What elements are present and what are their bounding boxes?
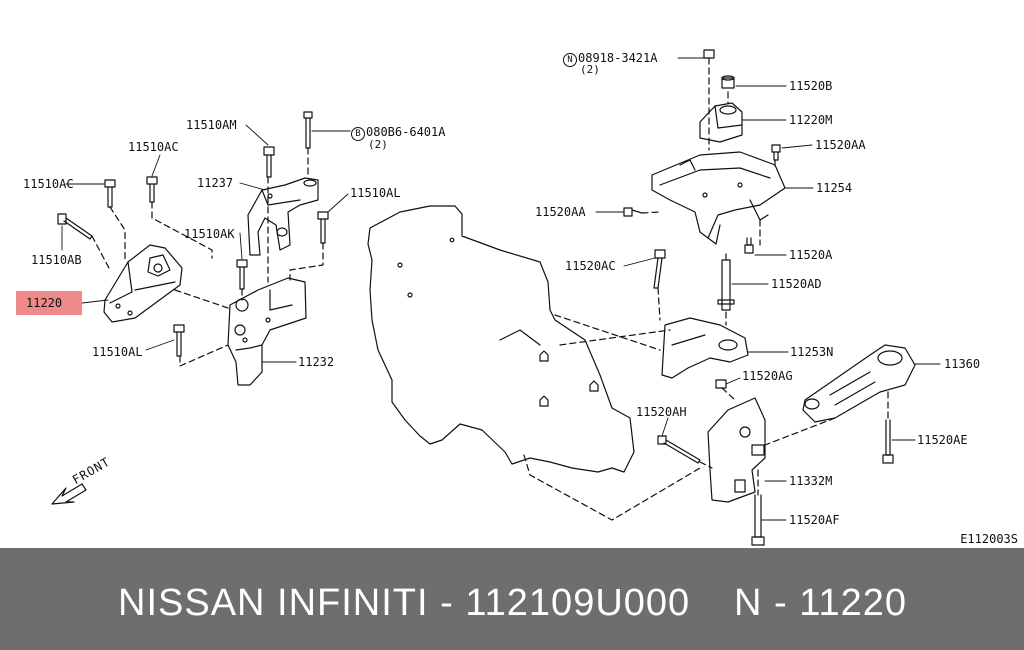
label-11360: 11360: [944, 357, 981, 371]
label-08918-qty: (2): [580, 63, 600, 76]
label-11510am: 11510AM: [186, 118, 237, 132]
bracket-11332m-part: [707, 397, 766, 503]
bracket-11232-part: [227, 277, 307, 386]
label-11520ad: 11520AD: [771, 277, 822, 291]
mount-11220-part: [103, 244, 183, 323]
label-11520a: 11520A: [789, 248, 833, 262]
label-11510ak: 11510AK: [184, 227, 235, 241]
label-11520ac: 11520AC: [565, 259, 616, 273]
bracket-11254-part: [651, 151, 786, 245]
footer-reference: N - 11220: [734, 582, 908, 624]
circled-n-icon: N: [563, 53, 577, 67]
footer-part-number: NISSAN INFINITI - 112109U000: [118, 582, 691, 624]
label-11232: 11232: [298, 355, 335, 369]
solid-leaders: [61, 57, 941, 521]
diagram-code: E112003S: [960, 532, 1018, 546]
label-11520af: 11520AF: [789, 513, 840, 527]
label-08918-text: 08918-3421A: [578, 51, 658, 65]
torque-rod-11360-part: [802, 344, 916, 423]
label-11520b: 11520B: [789, 79, 833, 93]
label-11520aa-right: 11520AA: [815, 138, 866, 152]
label-11520ag: 11520AG: [742, 369, 793, 383]
footer-bar: NISSAN INFINITI - 112109U000 N - 11220: [0, 548, 1024, 650]
label-11254: 11254: [816, 181, 853, 195]
dashed-leaders: [91, 57, 889, 521]
diagram-drawing: [51, 49, 941, 546]
label-11520aa-left: 11520AA: [535, 205, 586, 219]
label-11520ah: 11520AH: [636, 405, 687, 419]
bracket-11253n-part: [661, 317, 749, 379]
label-11253n: 11253N: [790, 345, 834, 359]
front-arrow: [51, 483, 87, 505]
circled-b-icon: B: [351, 127, 365, 141]
label-11220: 11220: [26, 296, 63, 310]
bolts-right: [623, 49, 894, 546]
highlighted-part-label: 11220: [16, 291, 82, 315]
label-11510al-lower: 11510AL: [92, 345, 143, 359]
engine-block: [367, 205, 635, 473]
label-11332m: 11332M: [789, 474, 833, 488]
label-11520ae: 11520AE: [917, 433, 968, 447]
label-11510ab: 11510AB: [31, 253, 82, 267]
mount-11220m-part: [699, 102, 743, 143]
label-11510al-upper: 11510AL: [350, 186, 401, 200]
label-11510ac-upper: 11510AC: [128, 140, 179, 154]
label-11237: 11237: [197, 176, 234, 190]
label-080b6-text: 080B6-6401A: [366, 125, 446, 139]
label-11220m: 11220M: [789, 113, 833, 127]
label-080b6-qty: (2): [368, 138, 388, 151]
label-11510ac-left: 11510AC: [23, 177, 74, 191]
bracket-11237-part: [247, 177, 319, 256]
